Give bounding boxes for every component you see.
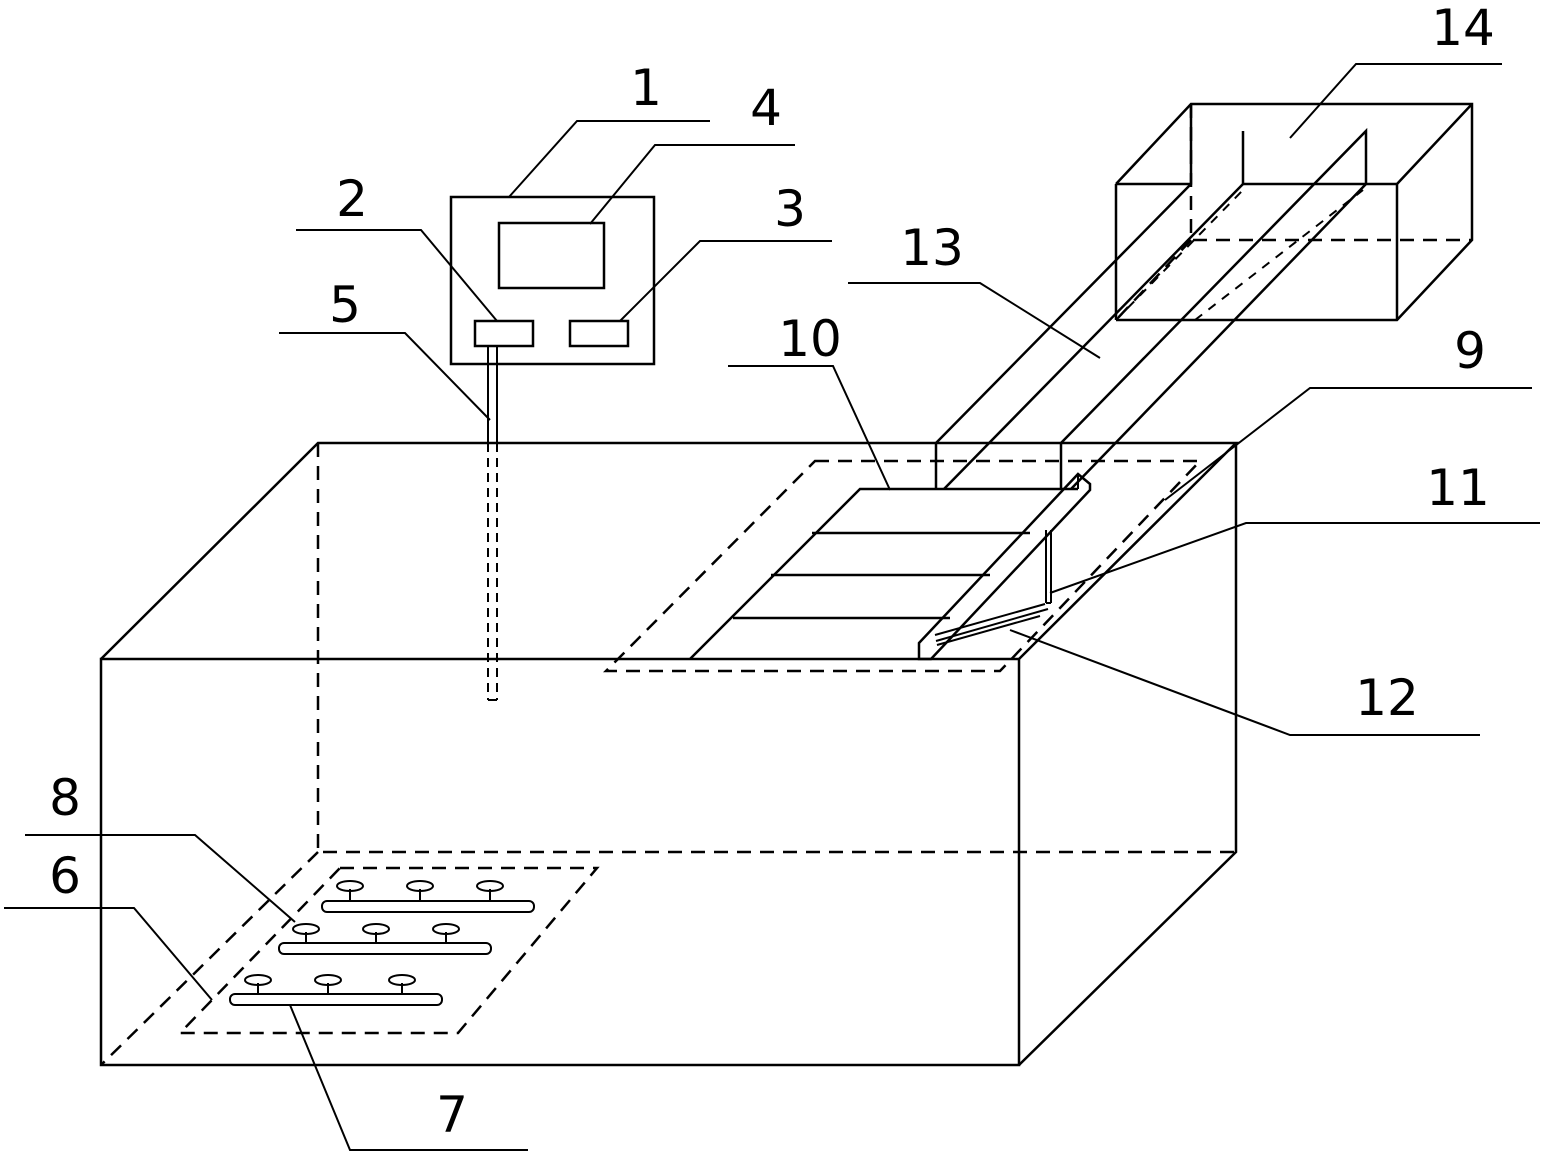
top-tray-outline: [602, 459, 1203, 673]
tank-hidden-floor-edge: [100, 851, 319, 1066]
callout-10: 10: [778, 310, 842, 368]
aeration-pipe-top: [321, 880, 535, 913]
collection-tank: [1114, 102, 1474, 322]
callout-4: 4: [750, 79, 782, 137]
controller-module-2: [473, 319, 535, 348]
tank-hidden-back-edges: [316, 443, 1236, 854]
grid-plate: [689, 487, 1078, 660]
callout-11: 11: [1426, 459, 1490, 517]
leader-9: [1164, 387, 1532, 501]
tank-top-edges: [100, 441, 1240, 660]
display-screen: [497, 221, 606, 290]
callout-2: 2: [336, 170, 368, 228]
control-box-body: [449, 195, 656, 366]
leader-2: [296, 229, 498, 322]
leader-3: [619, 240, 832, 322]
leader-lines: [4, 63, 1540, 1151]
leader-4: [589, 144, 795, 225]
main-tank: [99, 441, 1240, 1067]
floor-plate: [177, 866, 600, 1035]
callout-14: 14: [1431, 0, 1495, 57]
aeration-pipe-bottom: [229, 974, 443, 1006]
callout-9: 9: [1454, 322, 1486, 380]
callout-8: 8: [49, 769, 81, 827]
callout-1: 1: [630, 59, 662, 117]
leader-11: [1049, 522, 1540, 594]
leader-1: [508, 120, 710, 198]
leader-14: [1289, 63, 1502, 139]
leader-5: [279, 332, 491, 421]
aeration-pipe-middle: [278, 923, 492, 955]
tank-right-edges: [1018, 443, 1238, 1066]
callout-6: 6: [49, 847, 81, 905]
callout-12: 12: [1355, 669, 1419, 727]
leader-12: [1009, 629, 1480, 736]
control-box: [449, 195, 656, 366]
callout-7: 7: [436, 1086, 468, 1144]
leader-6: [4, 907, 213, 1001]
baffle-11: [1045, 530, 1052, 604]
leader-10: [728, 365, 891, 491]
callout-3: 3: [774, 180, 806, 238]
controller-module-3: [568, 319, 630, 348]
probe: [487, 346, 498, 701]
leader-7: [289, 1004, 528, 1151]
tank-front-face: [99, 657, 1021, 1067]
leader-8: [25, 834, 296, 923]
callout-13: 13: [900, 219, 964, 277]
callout-5: 5: [329, 276, 361, 334]
leader-13: [848, 282, 1101, 359]
baffle-12: [934, 603, 1049, 646]
channel: [934, 104, 1368, 490]
callout-labels: 1 2 3 4 5 6 7 8 9 10 11 12 13 14: [49, 0, 1495, 1144]
top-tray: [602, 459, 1203, 673]
floor-plate-outline: [177, 866, 600, 1035]
